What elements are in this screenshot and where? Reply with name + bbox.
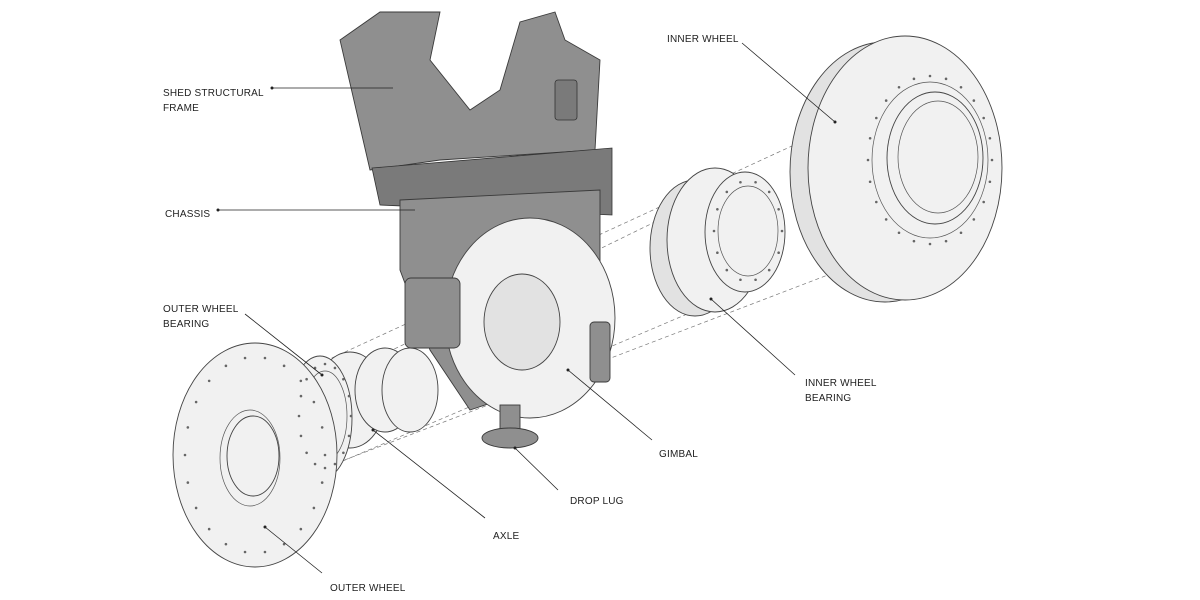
bolt-hole [866, 158, 870, 162]
bolt-hole [875, 116, 878, 120]
bolt-hole [299, 394, 303, 398]
bolt-hole [868, 136, 872, 140]
bolt-hole [312, 506, 316, 510]
bolt-hole [243, 356, 247, 360]
bolt-hole [739, 278, 742, 282]
bolt-hole [299, 434, 303, 438]
label-drop-lug: DROP LUG [570, 496, 624, 507]
label-inner-wheel-bearing-line1: INNER WHEEL [805, 378, 877, 389]
bolt-hole [990, 158, 994, 162]
bolt-hole [912, 77, 916, 81]
bolt-hole [186, 426, 190, 429]
gimbal-part [404, 217, 616, 419]
bolt-hole [875, 200, 878, 204]
bolt-hole [342, 451, 345, 455]
bolt-hole [333, 462, 337, 466]
bolt-hole [959, 231, 963, 235]
inner-wheel-bearing-part [649, 167, 786, 317]
bolt-hole [263, 356, 267, 360]
bolt-hole [299, 379, 303, 383]
bolt-hole [186, 481, 190, 484]
bolt-hole [183, 453, 187, 457]
bolt-hole [988, 136, 992, 140]
bolt-hole [207, 379, 211, 383]
bolt-hole [780, 229, 784, 233]
bolt-hole [767, 268, 771, 272]
bolt-hole [333, 366, 337, 370]
bolt-hole [312, 400, 316, 404]
bolt-hole [313, 462, 317, 466]
label-outer-wheel-bearing-line2: BEARING [163, 319, 209, 330]
bolt-hole [884, 99, 888, 102]
bolt-hole [988, 180, 992, 184]
bolt-hole [349, 414, 353, 418]
bolt-hole [305, 451, 308, 455]
bolt-hole [347, 394, 351, 398]
bolt-hole [342, 377, 345, 381]
bolt-hole [897, 85, 901, 89]
label-gimbal: GIMBAL [659, 449, 698, 460]
bolt-hole [725, 268, 729, 272]
bolt-hole [739, 180, 742, 184]
label-outer-wheel-bearing-line1: OUTER WHEEL [163, 304, 239, 315]
bolt-hole [982, 200, 985, 204]
bolt-hole [207, 527, 211, 531]
bolt-hole [194, 400, 198, 404]
bolt-hole [305, 377, 308, 381]
bolt-hole [716, 208, 719, 211]
bolt-hole [928, 74, 932, 78]
bolt-hole [754, 180, 757, 184]
label-inner-wheel: INNER WHEEL [667, 34, 739, 45]
bolt-hole [884, 218, 888, 221]
bolt-hole [263, 550, 267, 554]
bolt-hole [767, 190, 771, 194]
label-shed-frame-line1: SHED STRUCTURAL [163, 88, 264, 99]
bolt-hole [320, 481, 324, 484]
bolt-hole [243, 550, 247, 554]
label-shed-frame-line2: FRAME [163, 103, 199, 114]
outer-wheel-part [172, 342, 338, 568]
label-inner-wheel-bearing-line2: BEARING [805, 393, 851, 404]
label-axle: AXLE [493, 531, 520, 542]
bolt-hole [282, 542, 286, 546]
bolt-hole [297, 414, 301, 418]
bolt-hole [347, 434, 351, 438]
inner-wheel-part [789, 35, 1003, 303]
bolt-hole [928, 242, 932, 246]
leader-lines [216, 42, 837, 574]
drop-lug-part [481, 404, 539, 449]
bolt-hole [777, 251, 780, 254]
bolt-hole [972, 99, 976, 102]
bolt-hole [299, 527, 303, 531]
label-outer-wheel: OUTER WHEEL [330, 583, 406, 594]
bolt-hole [897, 231, 901, 235]
bolt-hole [224, 542, 228, 546]
bolt-hole [323, 362, 327, 366]
bolt-hole [982, 116, 985, 120]
bolt-hole [194, 506, 198, 510]
bolt-hole [754, 278, 757, 282]
bolt-hole [959, 85, 963, 89]
bolt-hole [868, 180, 872, 184]
bolt-hole [282, 364, 286, 368]
bolt-hole [323, 466, 327, 470]
bolt-hole [972, 218, 976, 221]
bolt-hole [944, 239, 948, 243]
bolt-hole [716, 251, 719, 254]
bolt-hole [224, 364, 228, 368]
bolt-hole [712, 229, 716, 233]
bolt-hole [725, 190, 729, 194]
bolt-hole [944, 77, 948, 81]
bolt-hole [320, 426, 324, 429]
label-chassis: CHASSIS [165, 209, 210, 220]
bolt-hole [323, 453, 327, 457]
bolt-hole [912, 239, 916, 243]
bolt-hole [777, 208, 780, 211]
